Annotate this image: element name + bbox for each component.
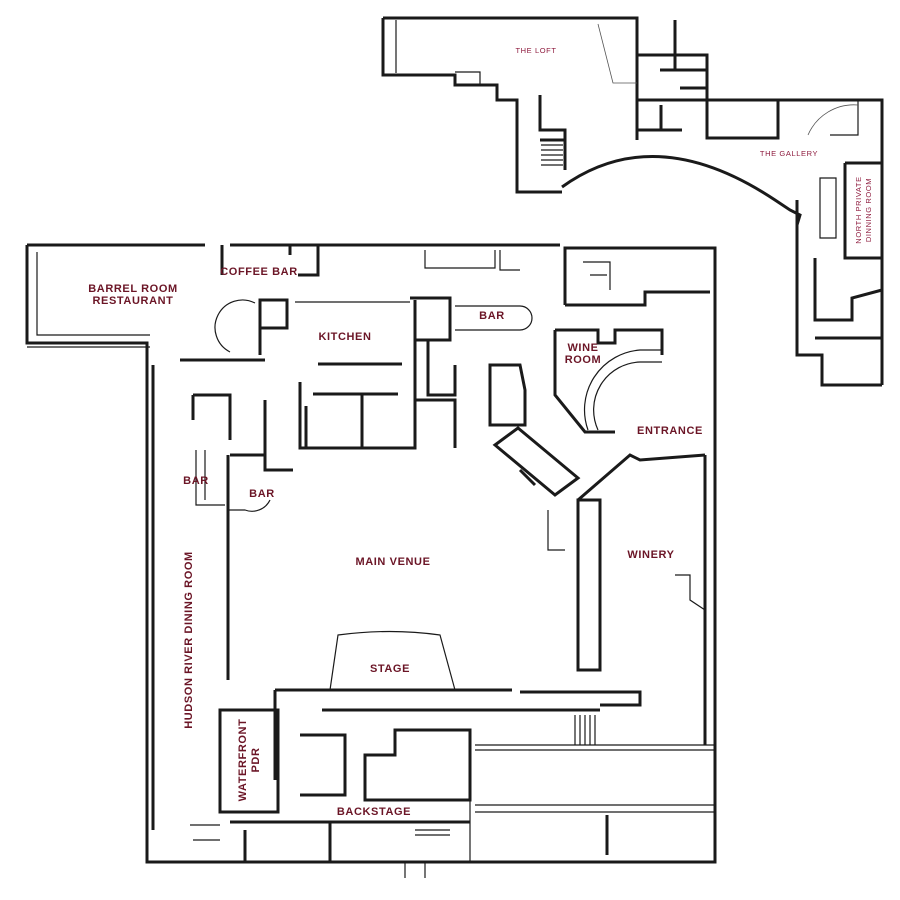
room-label-main-venue: MAIN VENUE bbox=[355, 556, 430, 568]
room-label-bar-left: BAR bbox=[183, 475, 209, 487]
room-label-gallery: THE GALLERY bbox=[760, 149, 818, 158]
room-label-bar-top: BAR bbox=[479, 310, 505, 322]
room-label-bar-right: BAR bbox=[249, 488, 275, 500]
room-label-loft: THE LOFT bbox=[515, 46, 556, 55]
gallery-arc-wall bbox=[561, 155, 802, 226]
main-building-walls bbox=[25, 243, 717, 864]
room-label-kitchen: KITCHEN bbox=[318, 331, 371, 343]
room-label-barrel-2: RESTAURANT bbox=[93, 295, 174, 307]
wine-room-walls bbox=[492, 328, 706, 502]
gallery-walls bbox=[637, 20, 884, 387]
room-label-waterfront-2: PDR bbox=[250, 747, 262, 772]
room-label-entrance: ENTRANCE bbox=[637, 425, 703, 437]
room-label-hudson: HUDSON RIVER DINING ROOM bbox=[183, 551, 195, 729]
winery-walls bbox=[547, 455, 707, 745]
room-label-waterfront-1: WATERFRONT bbox=[237, 719, 249, 802]
room-label-wine-1: WINE bbox=[567, 342, 598, 354]
room-label-backstage: BACKSTAGE bbox=[337, 806, 411, 818]
backstage-walls bbox=[190, 708, 715, 878]
room-label-north-pdr-2: DINNING ROOM bbox=[864, 178, 873, 242]
room-label-north-pdr-1: NORTH PRIVATE bbox=[854, 176, 863, 243]
room-label-stage: STAGE bbox=[370, 663, 410, 675]
room-label-coffee-bar: COFFEE BAR bbox=[220, 266, 298, 278]
room-label-barrel-1: BARREL ROOM bbox=[88, 283, 178, 295]
room-label-wine-2: ROOM bbox=[565, 354, 602, 366]
bar-walls bbox=[151, 365, 271, 830]
room-label-winery: WINERY bbox=[627, 549, 674, 561]
stage-walls bbox=[273, 630, 642, 780]
kitchen-walls bbox=[180, 296, 533, 472]
